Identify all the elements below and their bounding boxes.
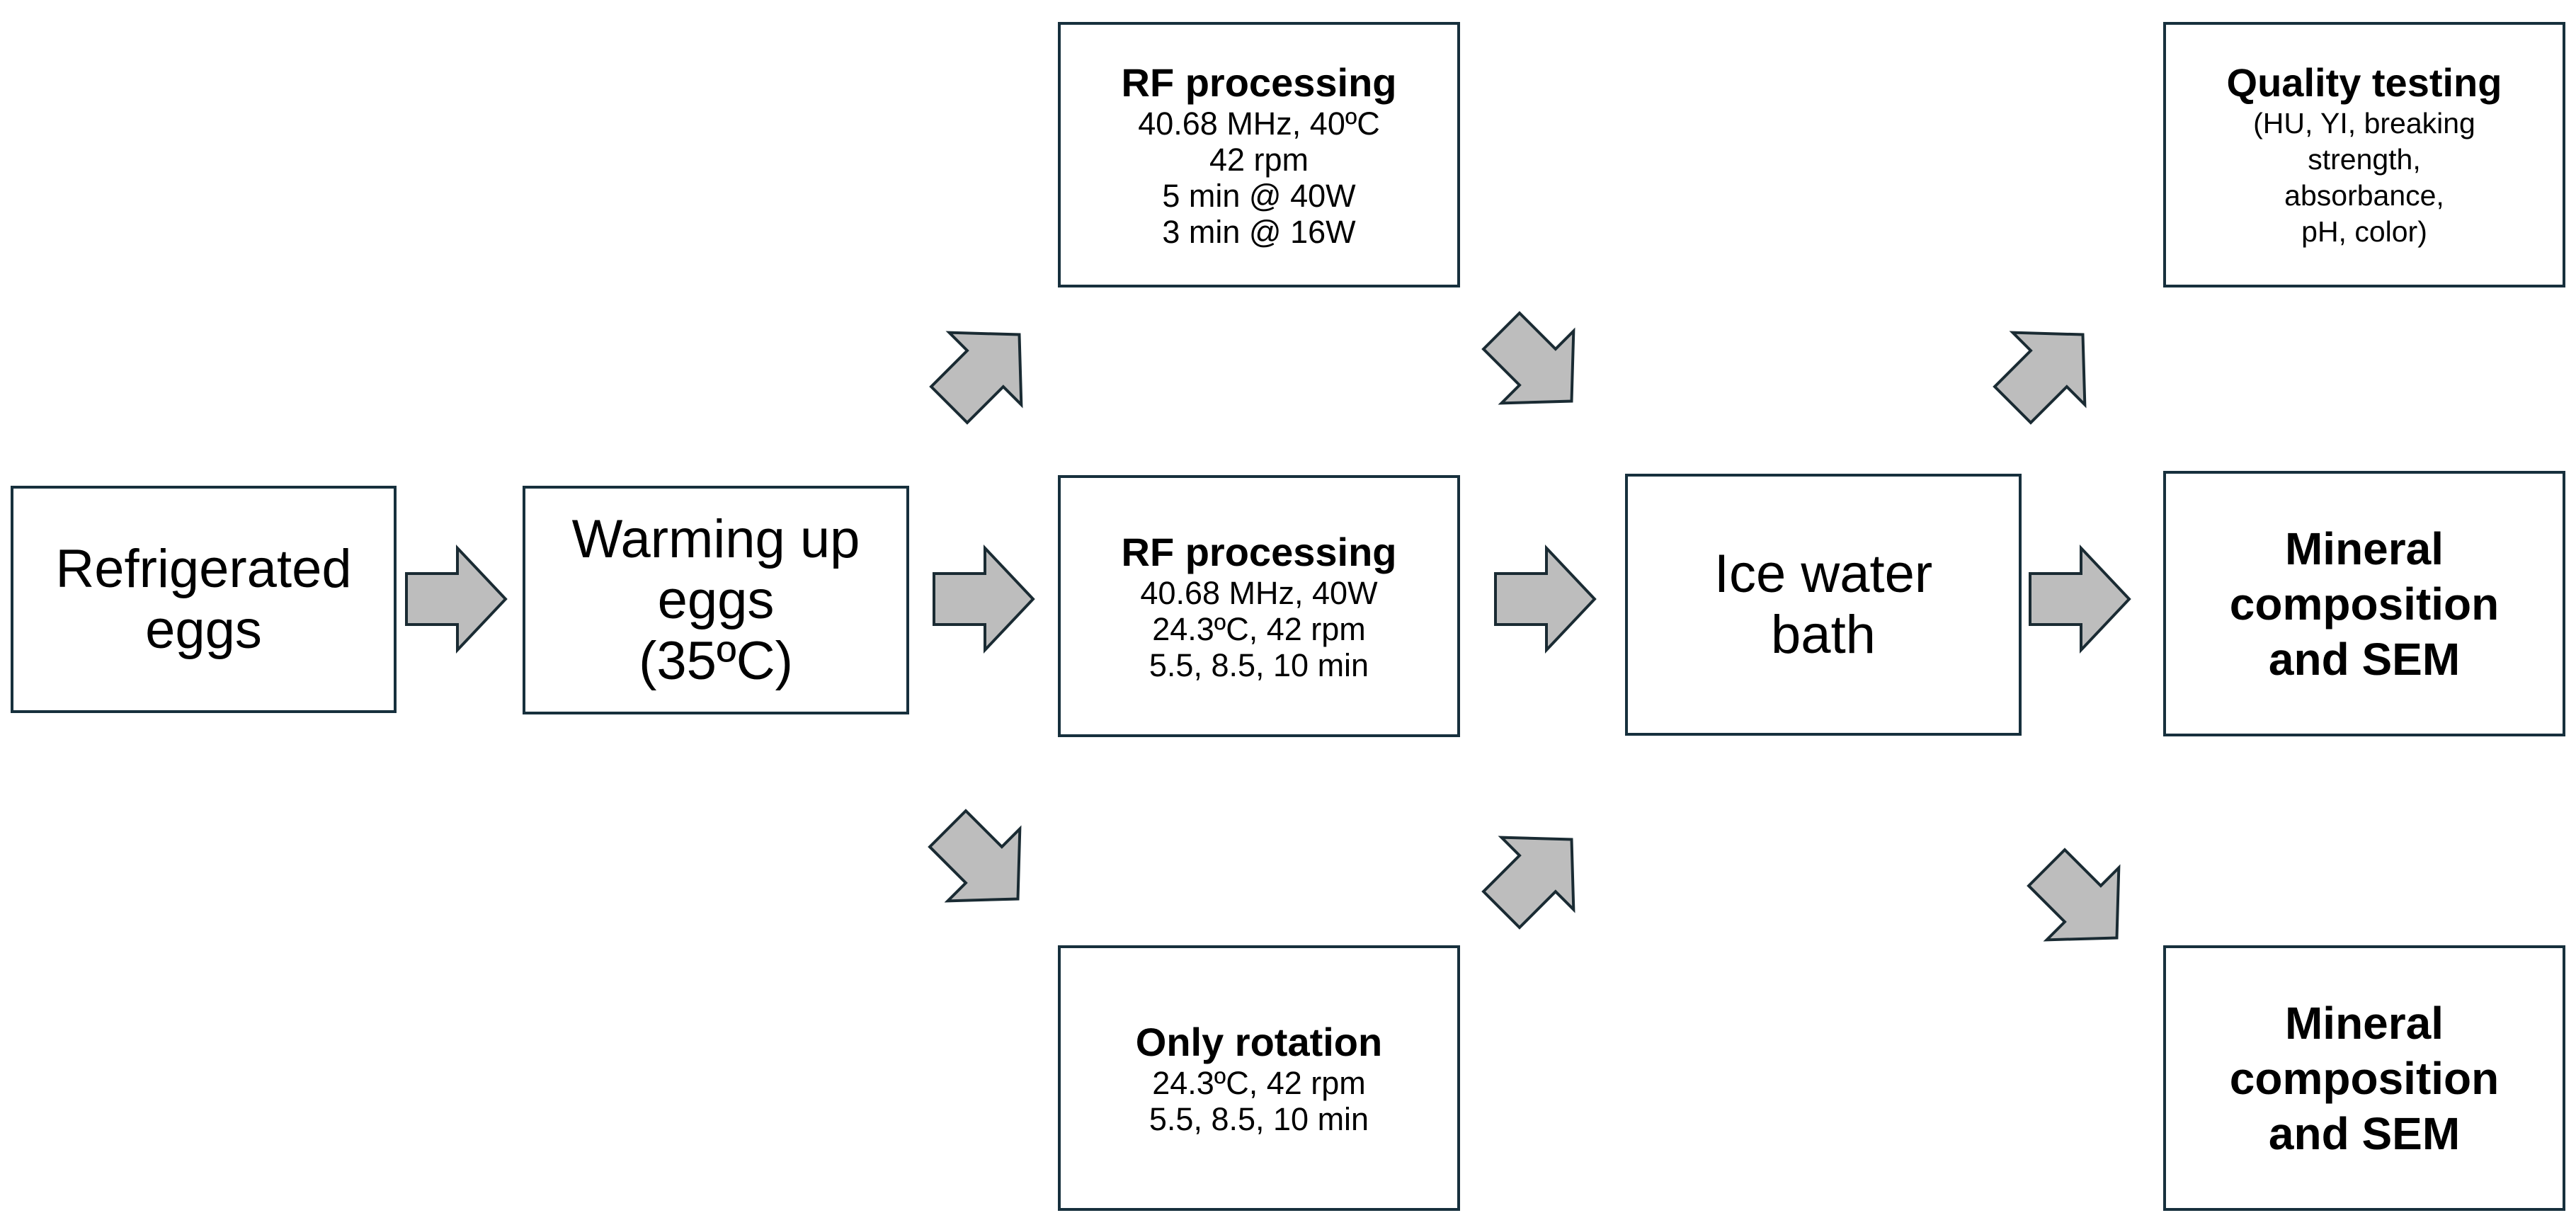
node-refrigerated-line-2: eggs <box>145 599 262 660</box>
arrow-rf-mid-to-ice-bath <box>1494 547 1596 651</box>
arrow-warming-to-rf-mid <box>933 547 1035 651</box>
node-ice-bath-line-2: bath <box>1771 605 1876 665</box>
arrow-refrigerated-to-warming <box>405 547 507 651</box>
node-rf-top-title: RF processing <box>1121 59 1397 105</box>
arrow-warming-to-rotation <box>912 793 1054 935</box>
node-quality-detail-3: absorbance, <box>2284 178 2444 212</box>
node-rf-top-detail-3: 5 min @ 40W <box>1162 177 1356 214</box>
arrow-warming-to-rf-top <box>913 299 1056 441</box>
node-mineral-composition-mid: Mineral composition and SEM <box>2163 471 2565 736</box>
arrow-ice-bath-to-mineral-mid <box>2029 547 2131 651</box>
node-refrigerated-eggs: Refrigerated eggs <box>11 486 397 713</box>
node-rf-top-detail-2: 42 rpm <box>1209 141 1309 178</box>
node-rf-mid-detail-1: 40.68 MHz, 40W <box>1140 574 1378 611</box>
node-rf-mid-detail-3: 5.5, 8.5, 10 min <box>1149 646 1369 683</box>
node-warming-up-eggs: Warming up eggs (35ºC) <box>523 486 909 714</box>
arrow-rotation-to-ice-bath <box>1466 804 1608 946</box>
node-quality-testing: Quality testing (HU, YI, breaking streng… <box>2163 22 2565 287</box>
node-rf-top-detail-4: 3 min @ 16W <box>1162 213 1356 250</box>
node-rotation-title: Only rotation <box>1135 1019 1383 1064</box>
node-rf-mid-detail-2: 24.3ºC, 42 rpm <box>1152 610 1366 647</box>
arrow-ice-bath-to-mineral-bottom <box>2011 832 2153 974</box>
node-mineral-bottom-line-3: and SEM <box>2268 1107 2461 1159</box>
node-ice-water-bath: Ice water bath <box>1625 474 2022 736</box>
node-quality-detail-1: (HU, YI, breaking <box>2253 106 2475 139</box>
node-mineral-mid-line-2: composition <box>2229 578 2500 629</box>
arrow-rf-top-to-ice-bath <box>1466 295 1608 438</box>
node-only-rotation: Only rotation 24.3ºC, 42 rpm 5.5, 8.5, 1… <box>1058 945 1460 1211</box>
node-mineral-mid-line-1: Mineral <box>2284 523 2444 574</box>
node-rotation-detail-2: 5.5, 8.5, 10 min <box>1149 1100 1369 1137</box>
node-rf-top-detail-1: 40.68 MHz, 40ºC <box>1138 105 1380 142</box>
node-ice-bath-line-1: Ice water <box>1714 544 1933 604</box>
node-rf-mid-title: RF processing <box>1121 529 1397 574</box>
node-quality-detail-2: strength, <box>2308 142 2421 176</box>
node-warming-line-2: eggs <box>657 569 775 630</box>
node-rf-processing-top: RF processing 40.68 MHz, 40ºC 42 rpm 5 m… <box>1058 22 1460 287</box>
node-rf-processing-mid: RF processing 40.68 MHz, 40W 24.3ºC, 42 … <box>1058 475 1460 737</box>
node-mineral-composition-bottom: Mineral composition and SEM <box>2163 945 2565 1211</box>
node-mineral-mid-line-3: and SEM <box>2268 633 2461 685</box>
node-warming-line-3: (35ºC) <box>639 630 793 691</box>
node-refrigerated-line-1: Refrigerated <box>55 538 352 599</box>
node-mineral-bottom-line-1: Mineral <box>2284 997 2444 1049</box>
node-quality-detail-4: pH, color) <box>2301 215 2427 248</box>
node-rotation-detail-1: 24.3ºC, 42 rpm <box>1152 1064 1366 1101</box>
node-warming-line-1: Warming up <box>571 508 860 569</box>
node-mineral-bottom-line-2: composition <box>2229 1052 2500 1104</box>
node-quality-title: Quality testing <box>2226 59 2502 105</box>
arrow-ice-bath-to-quality <box>1977 299 2119 441</box>
